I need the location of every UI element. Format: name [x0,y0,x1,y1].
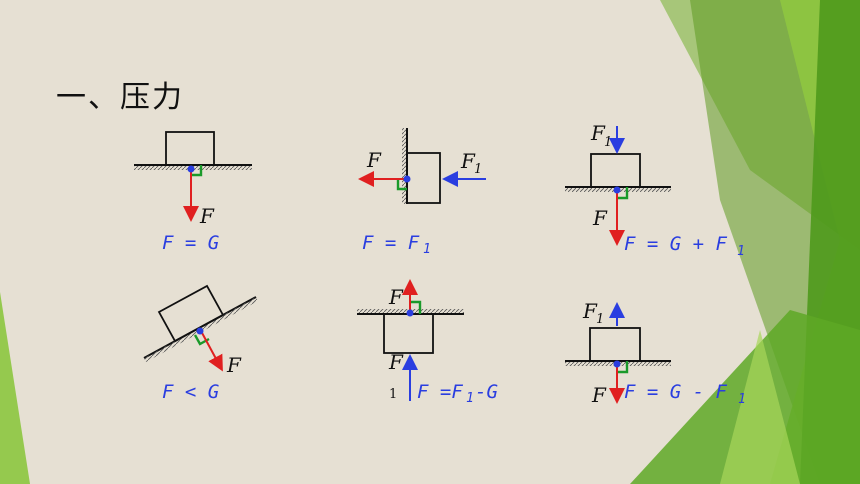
right-angle-mark [617,361,629,374]
equation-subscript: 1 [738,392,746,407]
applied-force-label: F [590,121,606,145]
diagram-6: F 1 F F = G - F 1 [565,299,746,407]
force-label: F [366,148,382,172]
diagram-1: F F = G [134,131,252,254]
force-label: F [199,204,215,228]
diagram-4: F F < G [143,284,258,403]
right-angle-mark [617,187,629,200]
wall-hatch [402,128,407,204]
equation: F = F [362,232,420,254]
contact-point [403,175,411,183]
contact-point [196,327,204,335]
force-label: F [591,383,607,407]
stray-subscript: 1 [389,387,397,402]
equation-part-2: -G [475,381,498,403]
contact-point [406,309,414,317]
applied-force-subscript: 1 [474,162,482,177]
equation: F = G [162,232,219,254]
applied-force-subscript: 1 [604,135,612,150]
equation-subscript: 1 [466,391,474,406]
equation: F = G + F [624,233,728,255]
page-title: 一、压力 [56,80,184,115]
diagram-2: F F 1 F = F 1 [358,128,486,257]
equation: F < G [162,381,219,403]
contact-point [187,165,195,173]
block [157,284,225,343]
equation-part-1: F =F [417,381,463,403]
right-angle-mark [396,179,407,191]
applied-force-label: F [388,350,404,374]
applied-force-label: F [582,299,598,323]
force-label: F [388,285,404,309]
block [590,153,641,188]
block [589,327,641,362]
diagram-3: F 1 F F = G + F 1 [565,121,745,259]
block [165,131,215,166]
force-label: F [226,353,242,377]
equation-subscript: 1 [423,242,431,257]
applied-force-subscript: 1 [596,312,604,327]
right-angle-mark [191,165,203,177]
equation-subscript: 1 [737,244,745,259]
contact-point [613,360,621,368]
block [383,313,434,354]
applied-force-label: F [460,149,476,173]
decor-shape-6 [720,330,800,484]
decor-triangle-left [0,292,30,484]
contact-point [613,186,621,194]
block [406,152,441,204]
force-label: F [592,206,608,230]
right-angle-mark [410,300,422,314]
equation: F = G - F [624,381,728,403]
diagram-5: F F 1 F =F 1 -G [357,279,498,406]
force-arrow [200,330,223,372]
